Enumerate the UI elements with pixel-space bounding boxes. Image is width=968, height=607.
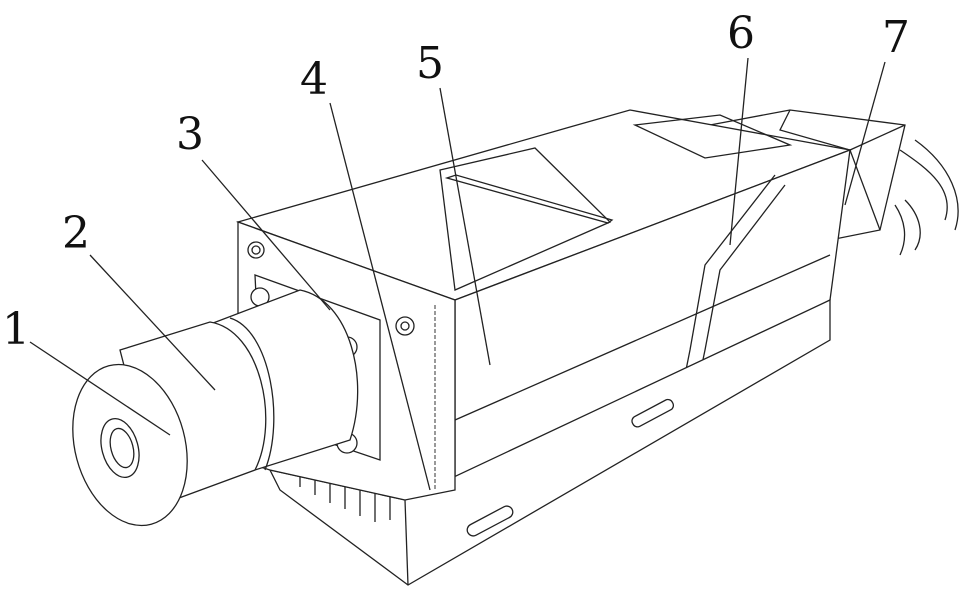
label-1: 1 [2,308,30,352]
label-2: 2 [62,212,90,256]
label-5: 5 [416,42,444,86]
label-7: 7 [882,16,910,60]
label-6: 6 [727,12,755,56]
label-4: 4 [300,58,328,102]
cable [895,140,958,255]
label-3: 3 [176,113,204,157]
